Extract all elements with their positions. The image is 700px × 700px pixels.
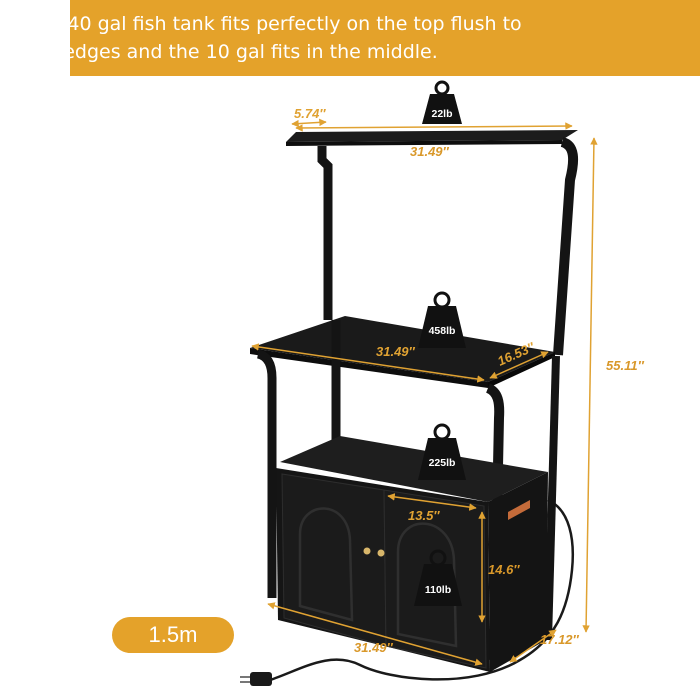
dim-base-depth: 17.12″	[540, 632, 580, 647]
left-door-knob	[363, 547, 371, 555]
top-shelf	[286, 130, 578, 146]
dim-base-width: 31.49″	[354, 640, 394, 655]
right-front-leg	[485, 383, 505, 661]
cabinet	[276, 436, 548, 672]
weight-icon-middle: 458lb	[418, 291, 466, 348]
cord-length-badge	[112, 617, 234, 653]
dim-line-cabinet-width	[387, 493, 477, 511]
dim-top-width: 31.49″	[410, 144, 450, 159]
left-front-leg	[256, 349, 277, 598]
dim-top-depth: 5.74″	[294, 106, 326, 121]
dim-line-top-depth	[291, 118, 327, 128]
right-front-post	[553, 137, 579, 356]
banner	[70, 0, 700, 76]
left-rear-post	[317, 146, 333, 320]
dim-line-base-depth	[509, 629, 557, 663]
dim-line-total-height	[582, 137, 598, 633]
plug-icon	[240, 672, 272, 686]
weight-label-middle: 458lb	[429, 325, 456, 337]
dim-line-middle-width	[251, 343, 485, 383]
banner-shape	[70, 0, 700, 76]
dim-line-base-width	[267, 602, 483, 666]
weight-icon-cabinet-top: 225lb	[418, 423, 466, 480]
banner-text: The 40 gal fish tank fits perfectly on t…	[26, 13, 522, 63]
weight-label-cabinet-inside: 110lb	[425, 584, 451, 596]
dim-middle-width: 31.49″	[376, 344, 416, 359]
dim-line-top-width	[295, 122, 573, 132]
left-door-arch	[298, 507, 354, 622]
dim-line-middle-depth	[489, 351, 549, 379]
weight-icon-top: 22lb	[422, 80, 462, 124]
weight-icon-cabinet-inside: 110lb	[414, 549, 462, 606]
dim-cabinet-width: 13.5″	[408, 508, 440, 523]
dim-cabinet-height: 14.6″	[488, 562, 520, 577]
right-rear-leg	[544, 355, 560, 641]
right-door-knob	[377, 549, 385, 557]
dim-total-height: 55.11″	[606, 358, 645, 373]
side-vent	[508, 500, 530, 520]
cord-length-label: 1.5m	[148, 622, 198, 647]
right-door-arch	[396, 522, 458, 648]
weight-label-cabinet-top: 225lb	[429, 457, 456, 469]
weight-label-top: 22lb	[431, 108, 452, 120]
